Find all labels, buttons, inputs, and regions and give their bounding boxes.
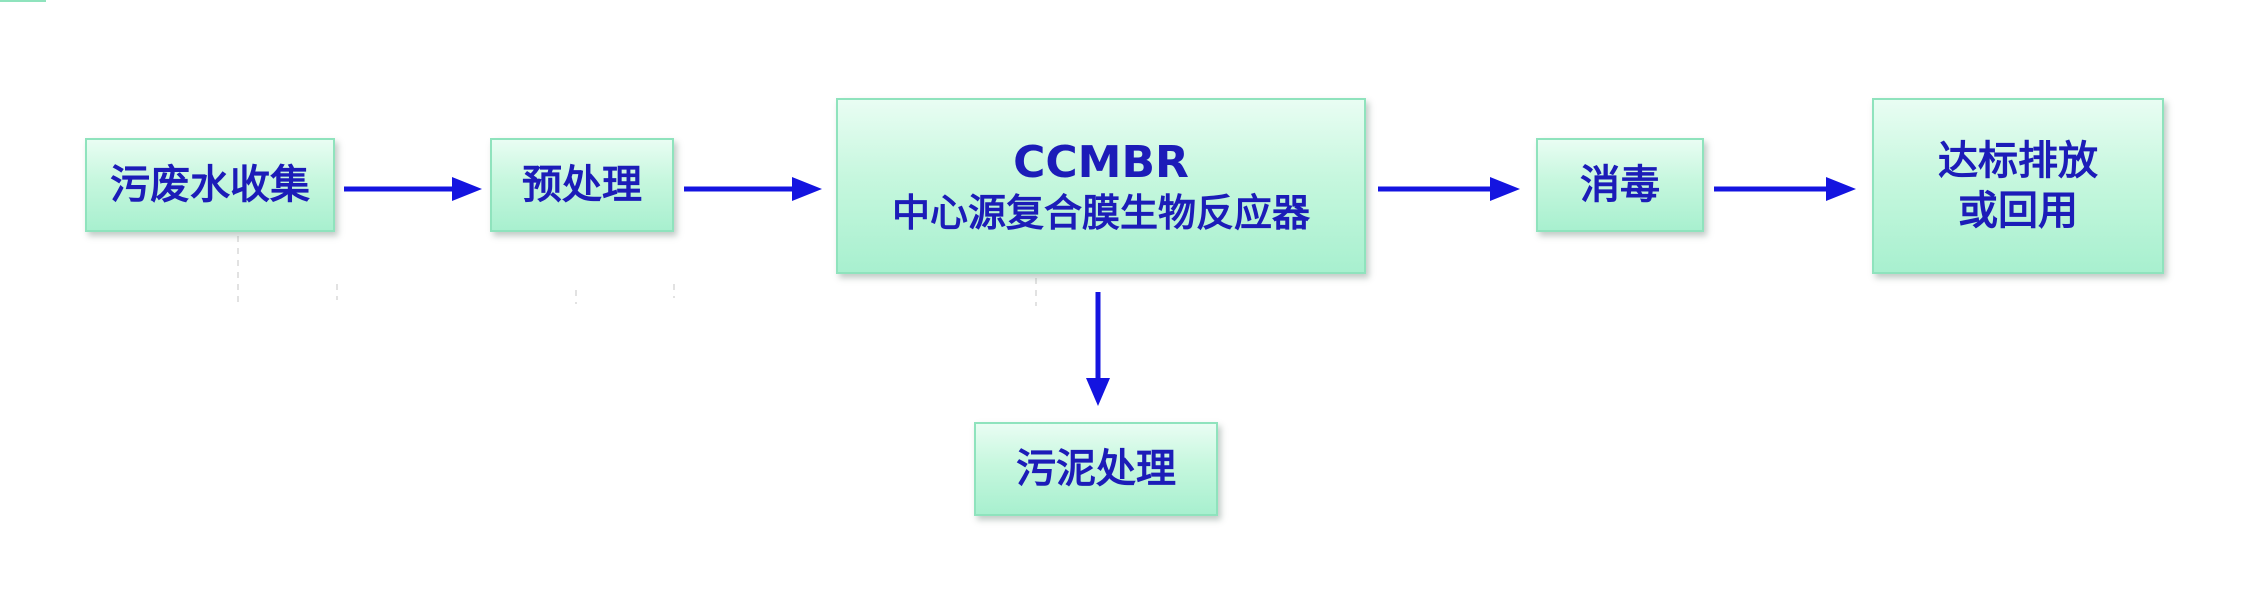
node-collection-label: 污废水收集 xyxy=(110,162,310,208)
node-disinfection-label: 消毒 xyxy=(1580,162,1660,208)
node-discharge: 达标排放 或回用 xyxy=(1872,98,2164,274)
arrowhead xyxy=(792,177,822,201)
node-collection: 污废水收集 xyxy=(85,138,335,232)
node-discharge-line1: 达标排放 xyxy=(1938,138,2098,184)
node-reactor-subtitle: 中心源复合膜生物反应器 xyxy=(891,190,1310,235)
node-pretreatment: 预处理 xyxy=(490,138,674,232)
node-pretreatment-label: 预处理 xyxy=(522,162,642,208)
arrowhead xyxy=(1490,177,1520,201)
corner-mark xyxy=(0,0,46,2)
arrowhead xyxy=(1826,177,1856,201)
node-reactor: CCMBR 中心源复合膜生物反应器 xyxy=(836,98,1366,274)
arrowhead xyxy=(1086,378,1110,406)
node-disinfection: 消毒 xyxy=(1536,138,1704,232)
guide-lines xyxy=(237,236,1037,306)
node-discharge-line2: 或回用 xyxy=(1958,188,2078,234)
node-sludge: 污泥处理 xyxy=(974,422,1218,516)
node-sludge-label: 污泥处理 xyxy=(1016,446,1176,492)
arrowhead xyxy=(452,177,482,201)
node-reactor-title: CCMBR xyxy=(1013,136,1189,188)
